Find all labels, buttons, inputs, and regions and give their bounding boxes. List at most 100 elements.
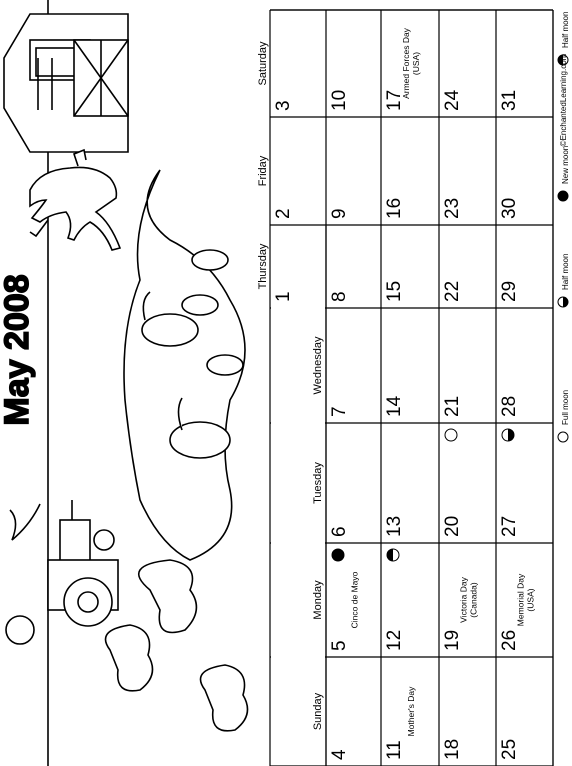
- day-number: 29: [499, 281, 520, 302]
- day-cell-20[interactable]: 20: [442, 428, 463, 537]
- new-moon-icon: [331, 548, 345, 562]
- day-cell-23[interactable]: 23: [442, 198, 463, 219]
- day-cell-16[interactable]: 16: [384, 198, 405, 219]
- weekday-header-group: Sunday: [312, 692, 324, 730]
- sun-icon: [5, 615, 35, 645]
- butterflies-icon: [104, 559, 249, 732]
- day-cell-29[interactable]: 29: [499, 281, 520, 302]
- day-number: 16: [384, 198, 405, 219]
- new-moon-icon: [557, 190, 569, 202]
- day-note: (USA): [411, 52, 421, 75]
- day-note: (USA): [526, 588, 536, 611]
- half-moon-icon: [557, 54, 569, 66]
- day-cell-12[interactable]: 12: [384, 548, 405, 651]
- day-number: 28: [499, 396, 520, 417]
- day-cell-13[interactable]: 13: [384, 516, 405, 537]
- weekday-header-monday: Monday: [312, 580, 324, 620]
- day-number: 10: [329, 90, 350, 111]
- weekday-header-group: Monday: [312, 580, 324, 620]
- day-number: 7: [329, 406, 350, 417]
- legend-label: New moon: [561, 146, 570, 184]
- day-cell-15[interactable]: 15: [384, 281, 405, 302]
- day-cell-2[interactable]: 2: [273, 208, 294, 219]
- weekday-header-friday: Friday: [257, 155, 269, 186]
- day-number: 8: [329, 291, 350, 302]
- day-note: Memorial Day: [516, 573, 526, 626]
- legend-label: Full moon: [561, 390, 570, 425]
- day-number: 11: [384, 740, 405, 760]
- day-cell-24[interactable]: 24: [442, 89, 463, 111]
- barn-icon: [3, 13, 129, 153]
- legend-item: Half moon: [561, 12, 570, 48]
- copyright-text: ©EnchantedLearning.com: [559, 53, 568, 146]
- weekday-header-sunday: Sunday: [312, 692, 324, 730]
- day-number: 22: [442, 281, 463, 302]
- half-left-moon-icon: [501, 428, 515, 442]
- day-cell-14[interactable]: 14: [384, 395, 405, 417]
- day-cell-1[interactable]: 1: [273, 291, 294, 302]
- day-number: 2: [273, 208, 294, 219]
- weekday-header-group: Wednesday: [312, 336, 324, 394]
- day-number: 14: [384, 395, 405, 417]
- horse-icon: [29, 148, 122, 251]
- day-number: 27: [499, 516, 520, 537]
- day-number: 13: [384, 516, 405, 537]
- day-cell-25[interactable]: 25: [499, 739, 520, 760]
- weekday-header-wednesday: Wednesday: [312, 336, 324, 394]
- day-number: 23: [442, 198, 463, 219]
- day-number: 6: [329, 526, 350, 537]
- day-number: 25: [499, 739, 520, 760]
- day-cell-4[interactable]: 4: [329, 749, 350, 760]
- weekday-header-group: Tuesday: [312, 462, 324, 504]
- day-cell-28[interactable]: 28: [499, 396, 520, 417]
- legend-item: Full moon: [561, 390, 570, 425]
- day-cell-8[interactable]: 8: [329, 291, 350, 302]
- legend-label: Half moon: [561, 12, 570, 48]
- day-cell-21[interactable]: 21: [442, 396, 463, 417]
- day-cell-26[interactable]: 26 Memorial Day(USA): [499, 573, 536, 651]
- day-number: 31: [499, 90, 520, 111]
- day-number: 19: [442, 630, 463, 651]
- day-number: 18: [442, 739, 463, 760]
- legend-item: Half moon: [561, 254, 570, 290]
- day-number: 5: [329, 640, 350, 651]
- day-cell-31[interactable]: 31: [499, 90, 520, 111]
- weekday-header-tuesday: Tuesday: [312, 462, 324, 504]
- day-number: 12: [384, 630, 405, 651]
- day-number: 1: [273, 291, 294, 302]
- day-cell-7[interactable]: 7: [329, 406, 350, 417]
- weekday-header-group: Thursday: [257, 243, 269, 289]
- weekday-header-saturday: Saturday: [257, 41, 269, 86]
- weekday-header-group: Friday: [257, 155, 269, 186]
- day-number: 3: [273, 100, 294, 111]
- day-cell-9[interactable]: 9: [329, 208, 350, 219]
- page-title: May 2008: [0, 274, 36, 425]
- title-group: May 2008: [0, 274, 37, 427]
- blank-first-week: [271, 226, 325, 765]
- legend-item: New moon: [561, 146, 570, 184]
- day-number: 26: [499, 630, 520, 651]
- day-number: 30: [499, 198, 520, 219]
- geese-icon: [141, 249, 244, 459]
- day-note: (Canada): [469, 582, 479, 618]
- calendar-grid: Sunday Monday Tuesday Wednesday Thursday Frid…: [257, 9, 554, 766]
- day-cell-3[interactable]: 3: [273, 100, 294, 111]
- day-cell-18[interactable]: 18: [442, 739, 463, 760]
- tractor-icon: [47, 500, 119, 627]
- day-number: 15: [384, 281, 405, 302]
- day-cell-30[interactable]: 30: [499, 198, 520, 219]
- day-note: Armed Forces Day: [401, 27, 411, 99]
- day-cell-6[interactable]: 6: [329, 526, 350, 537]
- day-number: 20: [442, 516, 463, 537]
- day-cell-27[interactable]: 27: [499, 428, 520, 537]
- day-cell-22[interactable]: 22: [442, 281, 463, 302]
- day-cell-10[interactable]: 10: [329, 90, 350, 111]
- day-note: Mother's Day: [406, 686, 416, 737]
- day-number: 21: [442, 396, 463, 417]
